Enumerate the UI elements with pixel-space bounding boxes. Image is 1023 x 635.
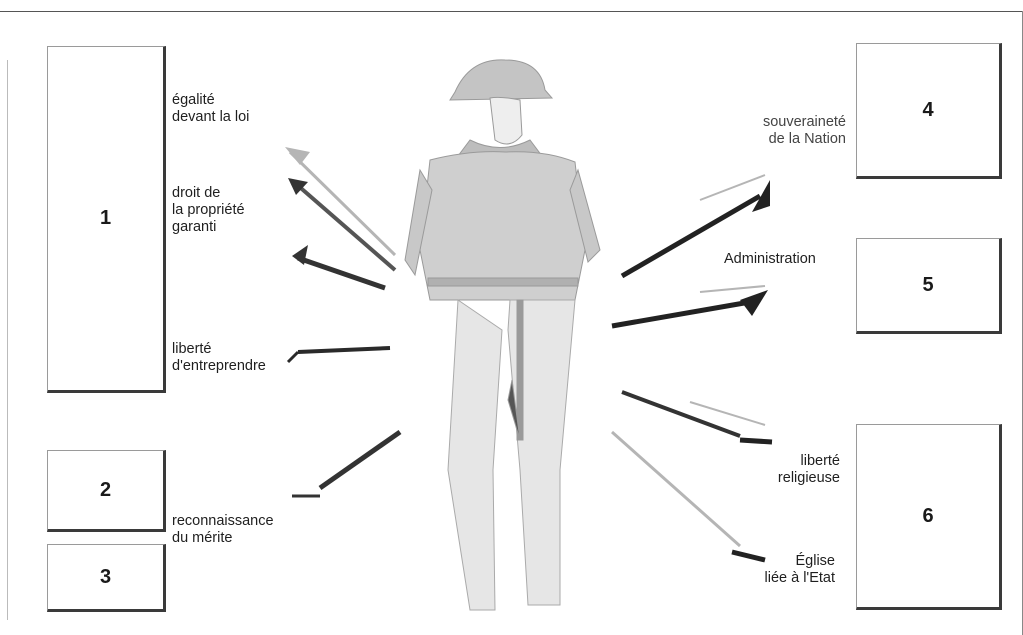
box-1: 1 <box>47 46 166 393</box>
label-droit-de-propriete: droit de la propriété garanti <box>172 185 245 236</box>
arrow-eglise <box>612 432 740 546</box>
box-1-number: 1 <box>100 207 111 230</box>
soldier-figure <box>405 60 600 610</box>
label-souverainete-nation: souveraineté de la Nation <box>726 114 846 148</box>
box-4-number: 4 <box>922 99 933 122</box>
box-4: 4 <box>856 43 1002 179</box>
box-5: 5 <box>856 238 1002 334</box>
arrow-religieuse <box>622 392 740 436</box>
label-liberte-religieuse: liberté religieuse <box>770 453 840 487</box>
arrows-left <box>285 147 400 496</box>
box-3: 3 <box>47 544 166 612</box>
box-6-number: 6 <box>922 505 933 528</box>
label-liberte-entreprendre: liberté d'entreprendre <box>172 341 266 375</box>
box-3-number: 3 <box>100 566 111 589</box>
label-egalite-devant-la-loi: égalité devant la loi <box>172 92 249 126</box>
label-eglise-liee-etat: Église liée à l'Etat <box>735 553 835 587</box>
box-5-number: 5 <box>922 274 933 297</box>
arrow-administration <box>612 302 750 326</box>
box-6: 6 <box>856 424 1002 610</box>
arrow-entreprendre <box>298 348 390 352</box>
box-2-number: 2 <box>100 479 111 502</box>
arrow-propriete-1 <box>295 183 395 270</box>
box-2: 2 <box>47 450 166 532</box>
arrows-right <box>612 175 772 560</box>
arrow-egalite <box>290 152 395 255</box>
label-reconnaissance-merite: reconnaissance du mérite <box>172 513 274 547</box>
label-administration: Administration <box>724 251 816 268</box>
arrow-propriete-2 <box>298 258 385 288</box>
arrow-merite <box>320 432 400 488</box>
